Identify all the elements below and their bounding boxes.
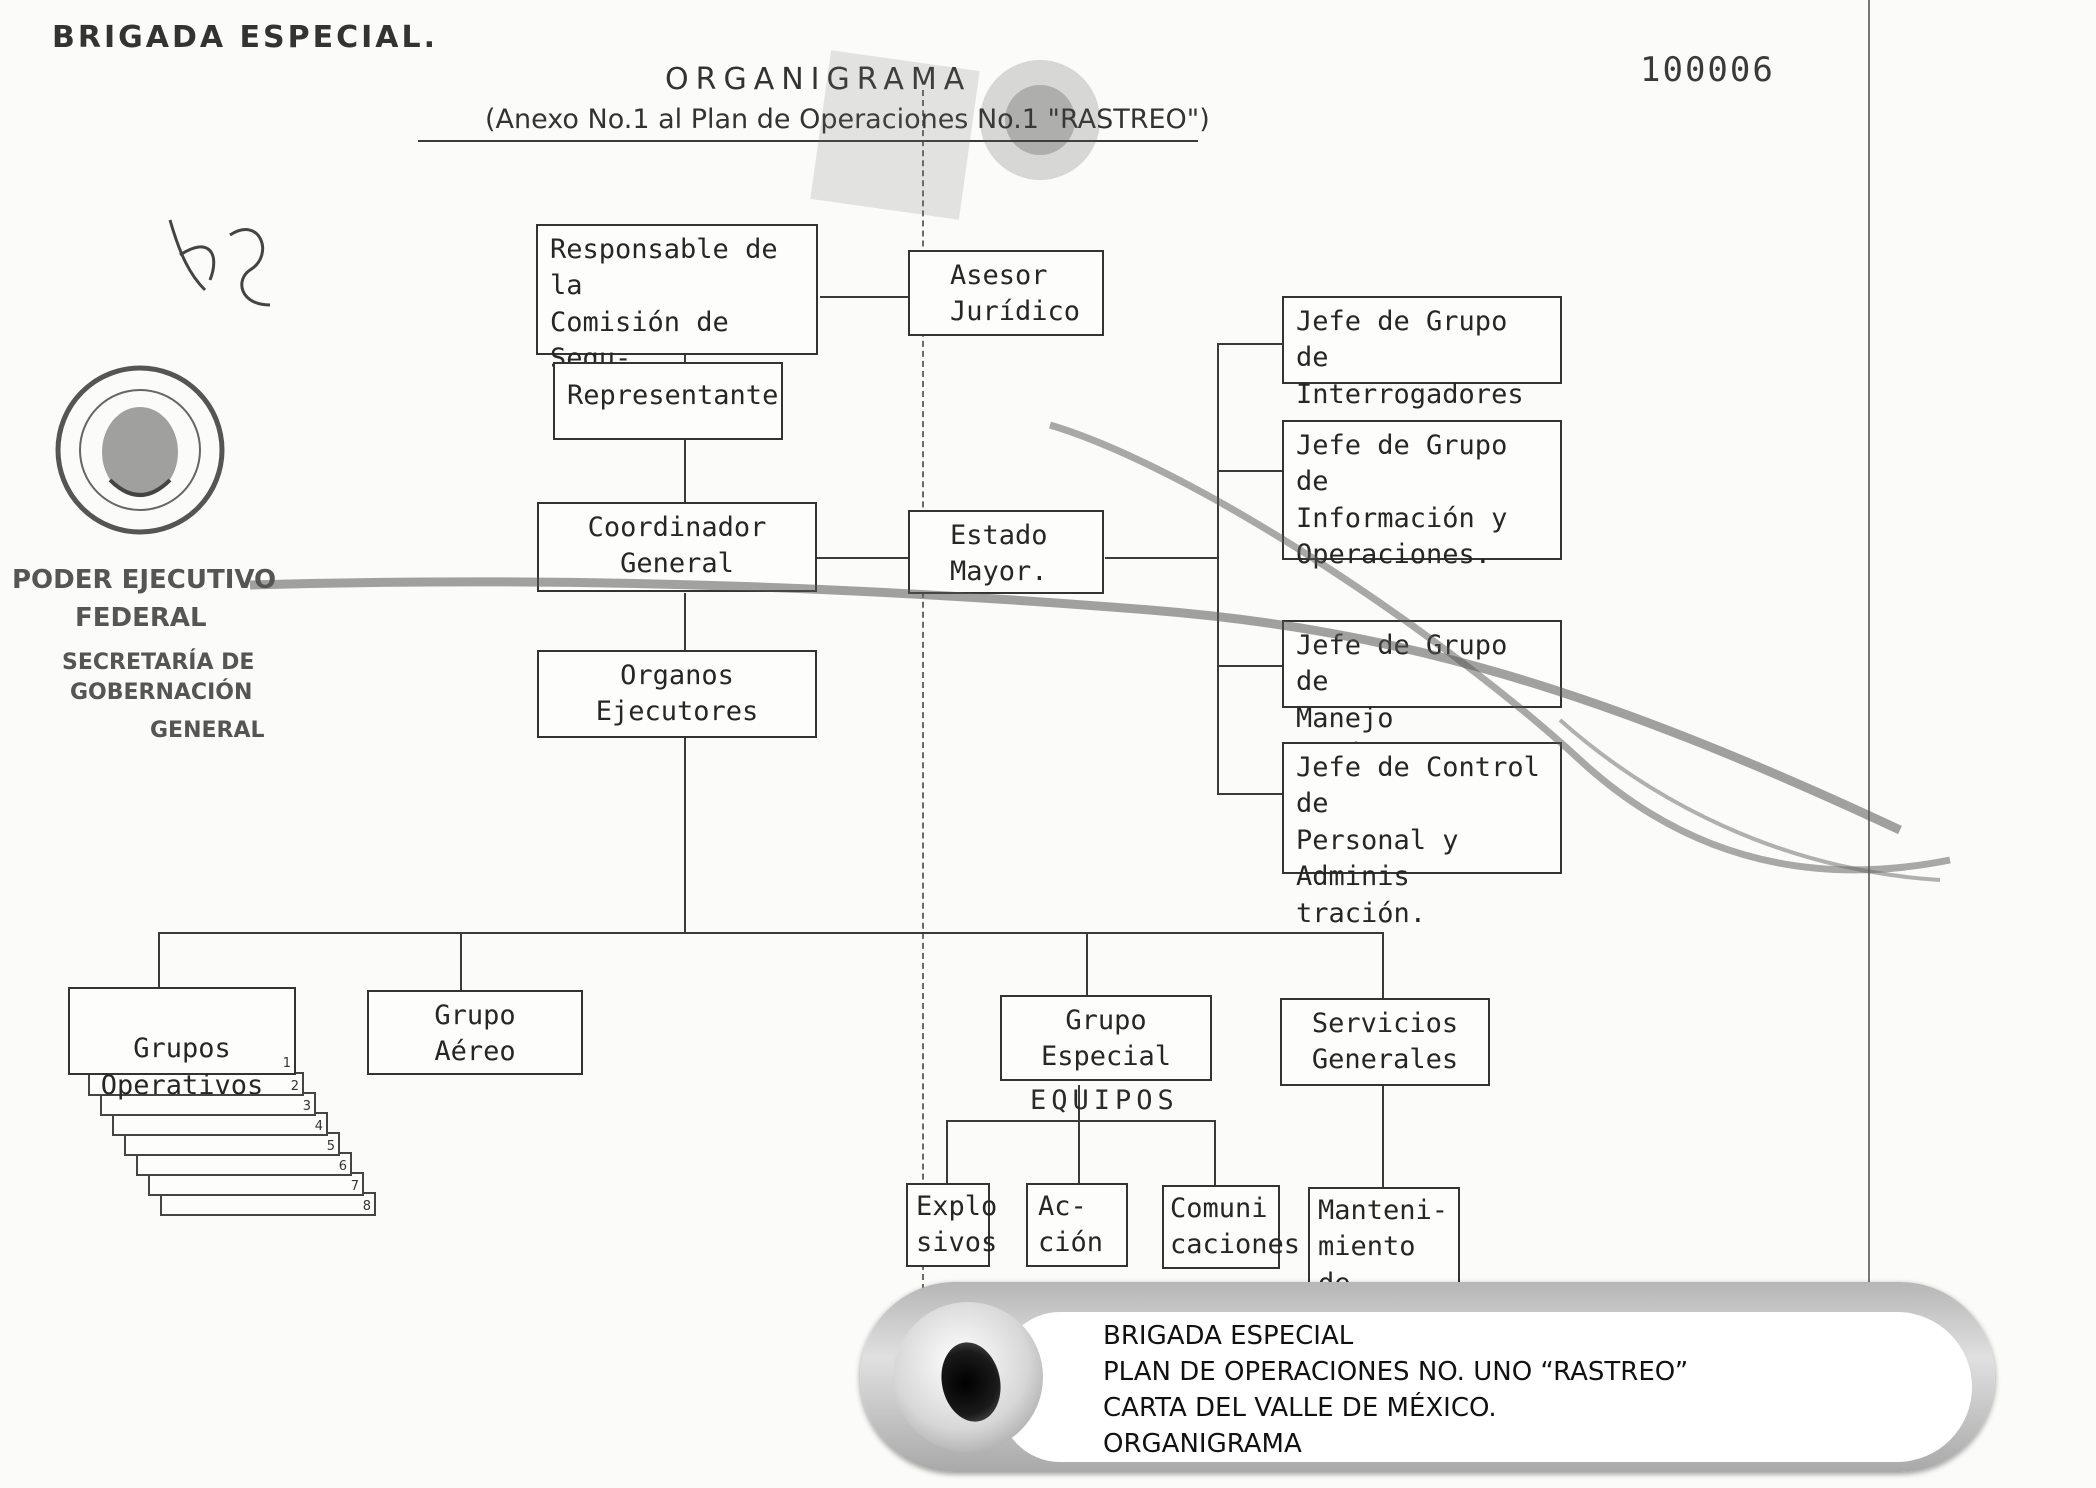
- connector: [1217, 343, 1282, 345]
- box-jefe-interrogadores: Jefe de Grupo de Interrogadores: [1282, 296, 1562, 410]
- margin-line: [1868, 0, 1870, 1290]
- connector: [158, 932, 1384, 934]
- seal-line-3: SECRETARÍA DE: [62, 650, 255, 675]
- box-coordinador: Coordinador General: [537, 502, 817, 592]
- fold-line: [922, 90, 924, 1290]
- box-mantenimiento: Manteni- miento de vehículos: [1308, 1187, 1460, 1287]
- box-organos: Organos Ejecutores: [537, 650, 817, 738]
- stack-card-2: 2: [88, 1072, 304, 1096]
- box-explosivos: Explo sivos: [906, 1183, 997, 1267]
- connector: [1078, 1085, 1080, 1185]
- handwritten-number-icon: [168, 219, 271, 307]
- connector: [1217, 470, 1282, 472]
- box-estado-mayor: Estado Mayor.: [908, 510, 1104, 594]
- connector: [1382, 1085, 1384, 1187]
- connector: [1217, 793, 1282, 795]
- caption-line-4: ORGANIGRAMA: [1103, 1429, 1302, 1459]
- connector: [1217, 665, 1282, 667]
- connector: [684, 440, 686, 503]
- box-grupos-operativos: Grupos Operativos 1: [68, 987, 296, 1101]
- equipos-label: EQUIPOS: [1030, 1085, 1179, 1116]
- caption-line-3: CARTA DEL VALLE DE MÉXICO.: [1103, 1393, 1497, 1423]
- box-comunicaciones: Comuni caciones: [1162, 1185, 1300, 1269]
- document-number: 100006: [1640, 50, 1775, 90]
- caption-text: BRIGADA ESPECIAL PLAN DE OPERACIONES NO.…: [1103, 1318, 1688, 1462]
- connector: [1086, 932, 1088, 995]
- caption-inner: [1000, 1312, 1972, 1462]
- connector: [816, 557, 908, 559]
- box-grupo-especial: Grupo Especial: [1000, 995, 1212, 1081]
- connector: [684, 738, 686, 933]
- box-grupo-aereo: Grupo Aéreo: [367, 990, 583, 1075]
- box-responsable: Responsable de la Comisión de Segu- rida…: [536, 224, 818, 411]
- box-jefe-control: Jefe de Control de Personal y Adminis tr…: [1282, 742, 1562, 929]
- caption-line-1: BRIGADA ESPECIAL: [1103, 1321, 1354, 1351]
- grupos-operativos-label: Grupos Operativos: [100, 1033, 264, 1101]
- seal-line-5: GENERAL: [150, 718, 265, 743]
- seal-line-2: FEDERAL: [75, 603, 207, 633]
- brand-header: BRIGADA ESPECIAL.: [52, 20, 439, 55]
- chart-subtitle: (Anexo No.1 al Plan de Operaciones No.1 …: [485, 104, 1210, 135]
- box-accion: Ac- ción: [1026, 1183, 1128, 1267]
- connector: [1217, 343, 1219, 795]
- box-jefe-informacion: Jefe de Grupo de Información y Operacion…: [1282, 420, 1562, 570]
- title-underline: [418, 140, 1198, 142]
- connector: [1382, 932, 1384, 998]
- connector: [946, 1120, 948, 1185]
- connector: [1214, 1120, 1216, 1185]
- connector: [460, 932, 462, 990]
- connector: [684, 593, 686, 650]
- connector: [158, 932, 160, 987]
- seal-line-4: GOBERNACIÓN: [70, 680, 253, 705]
- box-asesor: Asesor Jurídico: [908, 250, 1104, 336]
- box-servicios: Servicios Generales: [1280, 998, 1490, 1086]
- caption-line-2: PLAN DE OPERACIONES NO. UNO “RASTREO”: [1103, 1357, 1689, 1387]
- connector: [1105, 557, 1217, 559]
- connector: [946, 1120, 1216, 1122]
- connector: [684, 355, 686, 365]
- connector: [820, 296, 910, 298]
- chart-title: ORGANIGRAMA: [665, 62, 972, 97]
- seal-line-1: PODER EJECUTIVO: [12, 565, 277, 595]
- stack-card-4: 4: [112, 1112, 328, 1136]
- government-seal-icon: [55, 365, 225, 535]
- box-representante: Representante: [553, 362, 783, 440]
- stamp-icon: [810, 50, 1100, 220]
